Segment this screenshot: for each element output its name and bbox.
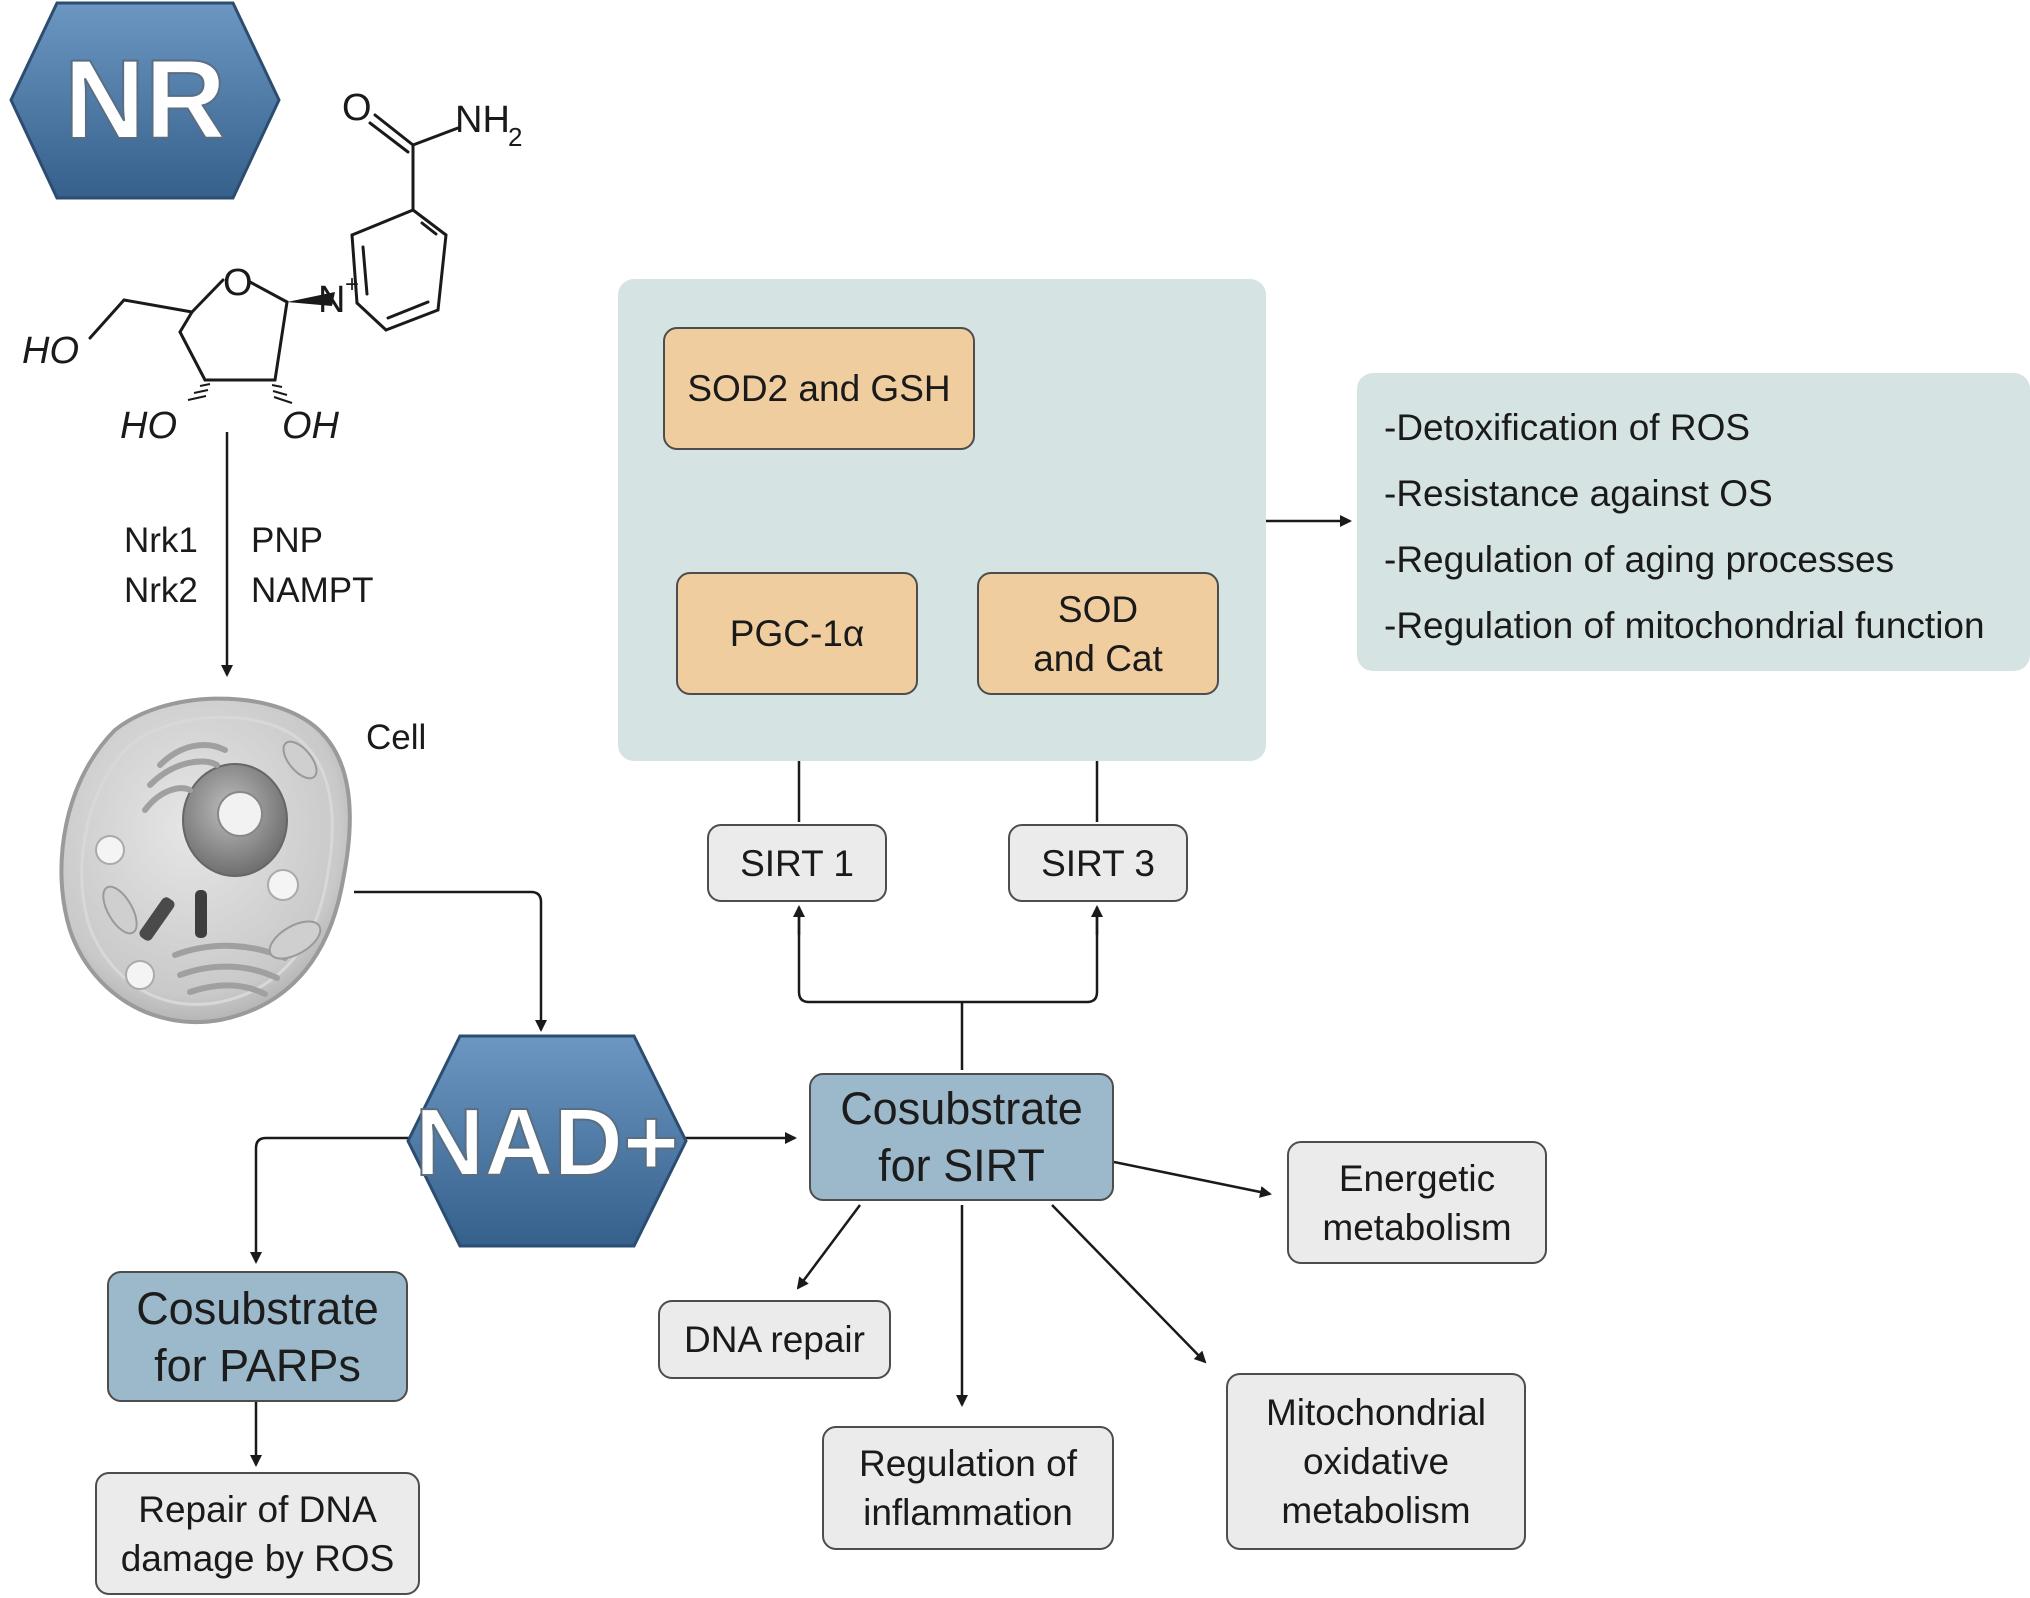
arrow-nad-to-parps bbox=[250, 1136, 412, 1264]
amine-nh: NH bbox=[455, 99, 510, 141]
arrow-sirt-to-mito bbox=[1051, 1204, 1207, 1364]
hydroxyl-left: HO bbox=[22, 330, 79, 372]
energetic-metabolism-box: Energetic metabolism bbox=[1287, 1141, 1547, 1264]
outcomes-panel bbox=[1357, 373, 2030, 671]
mito-oxidative-line2: oxidative bbox=[1302, 1441, 1450, 1482]
sod2-gsh-box: SOD2 and GSH bbox=[663, 327, 975, 450]
nr-hexagon: NR bbox=[9, 1, 281, 200]
outcomes-list: -Detoxification of ROS -Resistance again… bbox=[1384, 395, 1985, 659]
cell-label: Cell bbox=[366, 718, 427, 757]
mito-oxidative-line1: Mitochondrial bbox=[1265, 1392, 1487, 1433]
cosubstrate-parps-box: Cosubstrate for PARPs bbox=[107, 1271, 408, 1402]
nr-molecule-structure: O NH 2 O N + HO HO OH bbox=[22, 87, 522, 447]
arrow-cell-to-nad bbox=[354, 890, 547, 1032]
hydroxyl-bottom-right: OH bbox=[282, 405, 340, 447]
cell-illustration bbox=[59, 696, 352, 1025]
outcome-resistance: -Resistance against OS bbox=[1384, 473, 1773, 514]
cosubstrate-sirt-line1: Cosubstrate bbox=[840, 1083, 1083, 1134]
repair-dna-line2: damage by ROS bbox=[120, 1537, 395, 1579]
cosubstrate-parps-line2: for PARPs bbox=[154, 1339, 361, 1391]
carbonyl-o: O bbox=[342, 87, 372, 129]
sod-cat-label-line2: and Cat bbox=[1033, 637, 1163, 679]
sod-cat-box: SOD and Cat bbox=[977, 572, 1219, 695]
pyridinium-charge: + bbox=[345, 271, 359, 298]
sod-cat-label-line1: SOD bbox=[1057, 588, 1139, 630]
dna-repair-box: DNA repair bbox=[658, 1300, 891, 1379]
amine-subscript: 2 bbox=[508, 122, 522, 152]
sod2-gsh-label: SOD2 and GSH bbox=[687, 368, 951, 409]
enzyme-nampt: NAMPT bbox=[251, 571, 374, 610]
dna-repair-label: DNA repair bbox=[684, 1319, 865, 1360]
mito-oxidative-line3: metabolism bbox=[1281, 1490, 1471, 1531]
arrow-sirt-to-sirt1-sirt3 bbox=[797, 910, 1099, 1070]
enzyme-pnp: PNP bbox=[251, 521, 323, 560]
repair-dna-box: Repair of DNA damage by ROS bbox=[95, 1472, 420, 1595]
regulation-inflammation-line1: Regulation of bbox=[858, 1443, 1078, 1484]
outcome-aging: -Regulation of aging processes bbox=[1384, 539, 1895, 580]
repair-dna-line1: Repair of DNA bbox=[138, 1488, 377, 1530]
ring-oxygen: O bbox=[223, 262, 253, 304]
energetic-line1: Energetic bbox=[1338, 1157, 1496, 1199]
enzyme-nrk2: Nrk2 bbox=[124, 571, 198, 610]
pyridinium-n: N bbox=[318, 279, 345, 321]
nad-hexagon: NAD+ bbox=[406, 1034, 688, 1248]
outcome-mitochondrial: -Regulation of mitochondrial function bbox=[1384, 605, 1985, 646]
regulation-inflammation-box: Regulation of inflammation bbox=[822, 1426, 1114, 1550]
cosubstrate-parps-line1: Cosubstrate bbox=[136, 1282, 379, 1334]
sirt1-label: SIRT 1 bbox=[740, 842, 854, 884]
sirt3-box: SIRT 3 bbox=[1008, 824, 1188, 902]
enzyme-nrk1: Nrk1 bbox=[124, 521, 198, 560]
sirt1-box: SIRT 1 bbox=[707, 824, 887, 902]
regulation-inflammation-line2: inflammation bbox=[863, 1492, 1073, 1533]
cosubstrate-sirt-box: Cosubstrate for SIRT bbox=[809, 1073, 1114, 1201]
nr-label: NR bbox=[64, 37, 226, 162]
mito-oxidative-box: Mitochondrial oxidative metabolism bbox=[1226, 1373, 1526, 1550]
arrow-sirt-to-energetic bbox=[1113, 1160, 1272, 1198]
outcome-detoxification: -Detoxification of ROS bbox=[1384, 407, 1751, 448]
energetic-line2: metabolism bbox=[1322, 1206, 1512, 1248]
pgc1a-box: PGC-1α bbox=[676, 572, 918, 695]
cosubstrate-sirt-line2: for SIRT bbox=[878, 1140, 1045, 1191]
sirt3-label: SIRT 3 bbox=[1041, 842, 1155, 884]
hydroxyl-bottom-left: HO bbox=[120, 405, 177, 447]
pgc1a-label: PGC-1α bbox=[729, 613, 865, 654]
arrow-sirt-to-dna-repair bbox=[796, 1204, 862, 1290]
nad-label: NAD+ bbox=[415, 1089, 679, 1196]
